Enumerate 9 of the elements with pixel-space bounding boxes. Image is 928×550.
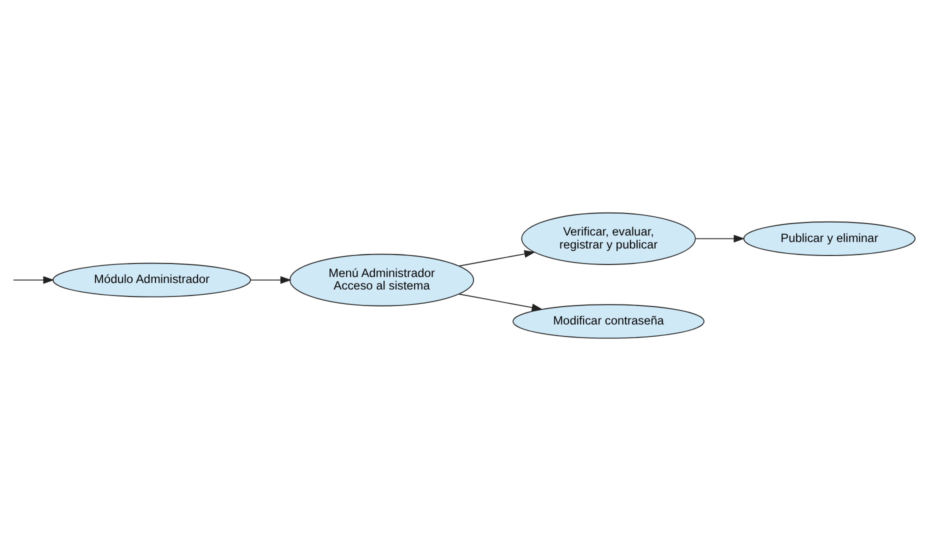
arrow: [458, 250, 536, 266]
arrow: [13, 276, 54, 284]
node-ellipse: Publicar y eliminar: [743, 220, 916, 256]
arrow: [250, 276, 292, 284]
node-ellipse: Verificar, evaluar, registrar y publicar: [521, 212, 696, 264]
arrow: [695, 234, 745, 242]
node-ellipse: Menú Administrador Acceso al sistema: [289, 253, 474, 306]
node-ellipse: Módulo Administrador: [52, 262, 252, 297]
arrow: [458, 293, 543, 311]
